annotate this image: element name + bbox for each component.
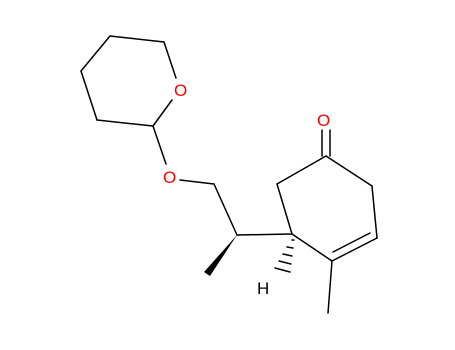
bond-c4-methyl [327,260,333,314]
bond-c3-c4-outer [331,237,378,262]
ketone-group [321,129,331,157]
cyclohexenone-ring [276,155,378,262]
bond-ether-o-ch2 [179,179,215,185]
ether-linkage [152,125,238,236]
bond-c2-c3 [371,185,378,239]
stereo-hydrogen-label: H [257,279,269,298]
bond-c3-c4-inner [332,232,371,253]
bond-c5-c6 [276,183,293,235]
bond-thp-c5-c6 [109,35,165,43]
ether-oxygen-label: O [163,168,176,187]
hashed-wedge-hydrogen [274,239,295,273]
bond-thp-c3-c4 [80,70,98,121]
bond-c6-c1 [276,155,327,185]
ketone-oxygen-label: O [317,111,330,130]
bond-c4-c5 [291,233,333,262]
bond-ch2-ch [213,183,238,236]
ring-oxygen-label: O [174,81,187,100]
wedge-bond-methyl [204,235,237,276]
bond-thp-c4-c5 [80,35,111,72]
bond-thp-c2-c3 [96,119,154,127]
bond-ch-ring-c5 [236,233,293,236]
bond-c2-ether-o [152,125,167,165]
tetrahydropyran-ring [80,35,177,127]
bond-c1-c2 [325,155,373,187]
bond-thp-c6-o [163,41,177,79]
bond-thp-o-c2 [152,99,173,127]
